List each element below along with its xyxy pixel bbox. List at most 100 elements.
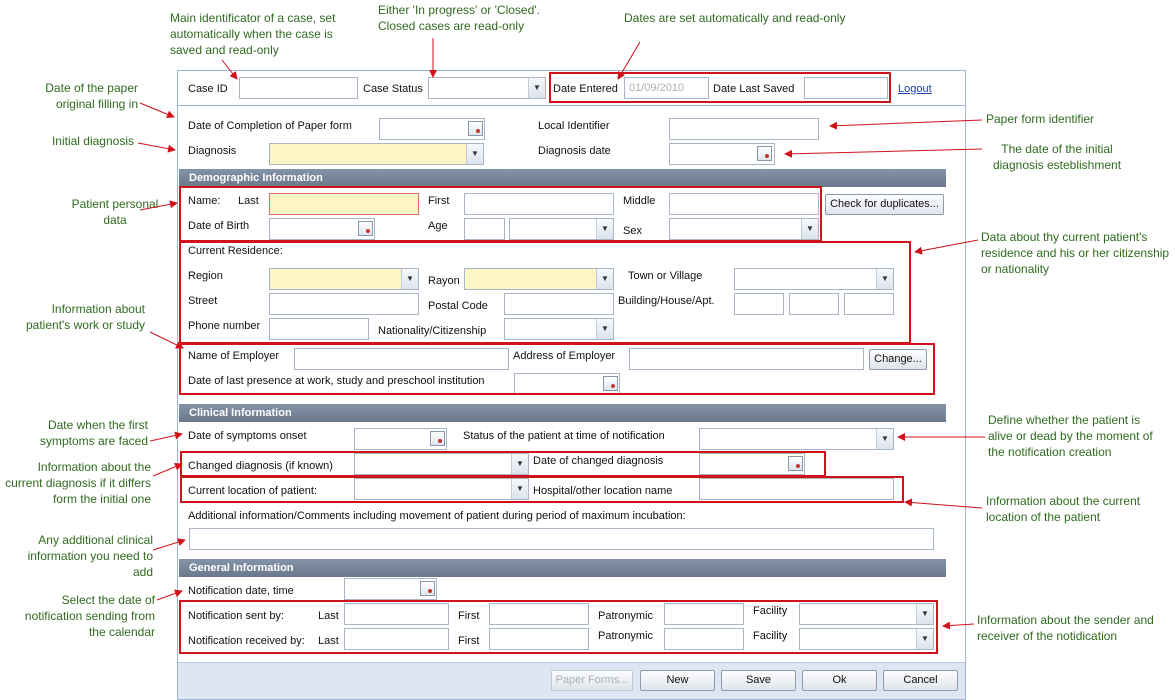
calendar-icon[interactable]: [420, 581, 435, 596]
new-button[interactable]: New: [640, 670, 715, 691]
note-paper-date: Date of the paper original filling in: [45, 81, 138, 111]
chevron-down-icon: ▼: [511, 479, 528, 499]
received-first-label: First: [458, 635, 480, 647]
change-address-button[interactable]: Change...: [869, 349, 927, 370]
last-name-field[interactable]: [269, 193, 419, 215]
changed-diagnosis-date-field[interactable]: [699, 453, 805, 475]
calendar-icon[interactable]: [468, 121, 483, 136]
house-field[interactable]: [789, 293, 839, 315]
middle-name-field[interactable]: [669, 193, 819, 215]
received-facility-label: Facility: [753, 630, 788, 642]
received-patronymic-field[interactable]: [664, 628, 744, 650]
current-location-select[interactable]: ▼: [354, 478, 529, 500]
region-label: Region: [188, 270, 223, 282]
save-button[interactable]: Save: [721, 670, 796, 691]
note-current-diagnosis: Information about the current diagnosis …: [5, 460, 151, 506]
rayon-select[interactable]: ▼: [464, 268, 614, 290]
sent-facility-select[interactable]: ▼: [799, 603, 934, 625]
postal-code-field[interactable]: [504, 293, 614, 315]
sent-last-field[interactable]: [344, 603, 449, 625]
calendar-icon[interactable]: [788, 456, 803, 471]
calendar-icon[interactable]: [430, 431, 445, 446]
additional-info-field[interactable]: [189, 528, 934, 550]
town-select[interactable]: ▼: [734, 268, 894, 290]
date-last-saved-field: [804, 77, 888, 99]
symptoms-onset-field[interactable]: [354, 428, 447, 450]
case-id-label: Case ID: [188, 83, 228, 95]
calendar-icon[interactable]: [757, 146, 772, 161]
middle-name-label: Middle: [623, 195, 656, 207]
diagnosis-select[interactable]: ▼: [269, 143, 484, 165]
completion-date-field[interactable]: [379, 118, 485, 140]
note-personal-data: Patient personal data: [71, 197, 159, 227]
region-select[interactable]: ▼: [269, 268, 419, 290]
first-name-field[interactable]: [464, 193, 614, 215]
header-divider: [178, 105, 965, 106]
apartment-field[interactable]: [844, 293, 894, 315]
age-unit-select[interactable]: ▼: [509, 218, 614, 240]
calendar-icon[interactable]: [603, 376, 618, 391]
name-label: Name:: [188, 195, 221, 207]
general-section-header: General Information: [179, 559, 946, 577]
calendar-icon[interactable]: [358, 221, 373, 236]
chevron-down-icon: ▼: [596, 269, 613, 289]
changed-diagnosis-select[interactable]: ▼: [354, 453, 529, 475]
employer-field[interactable]: [294, 348, 509, 370]
chevron-down-icon: ▼: [916, 604, 933, 624]
received-last-field[interactable]: [344, 628, 449, 650]
paper-forms-button[interactable]: Paper Forms...: [551, 670, 633, 691]
demographic-section-header: Demographic Information: [179, 169, 946, 187]
town-label: Town or Village: [628, 270, 703, 282]
cancel-button[interactable]: Cancel: [883, 670, 958, 691]
building-field[interactable]: [734, 293, 784, 315]
note-case-status: Either 'In progress' or 'Closed'. Closed…: [378, 3, 540, 33]
nationality-select[interactable]: ▼: [504, 318, 614, 340]
age-label: Age: [428, 220, 448, 232]
street-field[interactable]: [269, 293, 419, 315]
employer-address-field[interactable]: [629, 348, 864, 370]
received-patronymic-label: Patronymic: [598, 630, 654, 642]
symptoms-onset-label: Date of symptoms onset: [188, 430, 307, 442]
sent-first-field[interactable]: [489, 603, 589, 625]
case-status-select[interactable]: ▼: [428, 77, 546, 99]
note-current-location: Information about the current location o…: [986, 494, 1141, 524]
note-residence: Data about thy current patient's residen…: [981, 230, 1170, 276]
patient-status-select[interactable]: ▼: [699, 428, 894, 450]
last-presence-label: Date of last presence at work, study and…: [188, 375, 485, 387]
sent-patronymic-label: Patronymic: [598, 610, 654, 622]
case-id-field[interactable]: [239, 77, 358, 99]
diagnosis-date-label: Diagnosis date: [538, 145, 611, 157]
local-identifier-field[interactable]: [669, 118, 819, 140]
hospital-field[interactable]: [699, 478, 894, 500]
sent-patronymic-field[interactable]: [664, 603, 744, 625]
note-calendar: Select the date of notification sending …: [24, 593, 155, 639]
check-duplicates-button[interactable]: Check for duplicates...: [825, 194, 944, 215]
street-label: Street: [188, 295, 218, 307]
changed-diagnosis-label: Changed diagnosis (if known): [188, 460, 333, 472]
logout-link[interactable]: Logout: [898, 83, 932, 95]
sex-select[interactable]: ▼: [669, 218, 819, 240]
work-highlight: [179, 343, 935, 395]
rayon-label: Rayon: [428, 275, 460, 287]
dob-field[interactable]: [269, 218, 375, 240]
chevron-down-icon: ▼: [876, 429, 893, 449]
note-sender-receiver: Information about the sender and receive…: [977, 613, 1154, 643]
received-last-label: Last: [318, 635, 339, 647]
notification-date-field[interactable]: [344, 578, 437, 600]
additional-info-label: Additional information/Comments includin…: [188, 510, 686, 522]
residence-highlight: [179, 241, 911, 344]
sent-last-label: Last: [318, 610, 339, 622]
sender-receiver-highlight: [179, 600, 938, 654]
received-first-field[interactable]: [489, 628, 589, 650]
phone-field[interactable]: [269, 318, 369, 340]
age-field[interactable]: [464, 218, 505, 240]
received-facility-select[interactable]: ▼: [799, 628, 934, 650]
diagnosis-date-field[interactable]: [669, 143, 775, 165]
sent-by-label: Notification sent by:: [188, 610, 284, 622]
current-location-label: Current location of patient:: [188, 485, 318, 497]
date-entered-label: Date Entered: [553, 83, 618, 95]
chevron-down-icon: ▼: [511, 454, 528, 474]
ok-button[interactable]: Ok: [802, 670, 877, 691]
date-last-saved-label: Date Last Saved: [713, 83, 795, 95]
note-case-id: Main identificator of a case, set automa…: [170, 11, 336, 57]
